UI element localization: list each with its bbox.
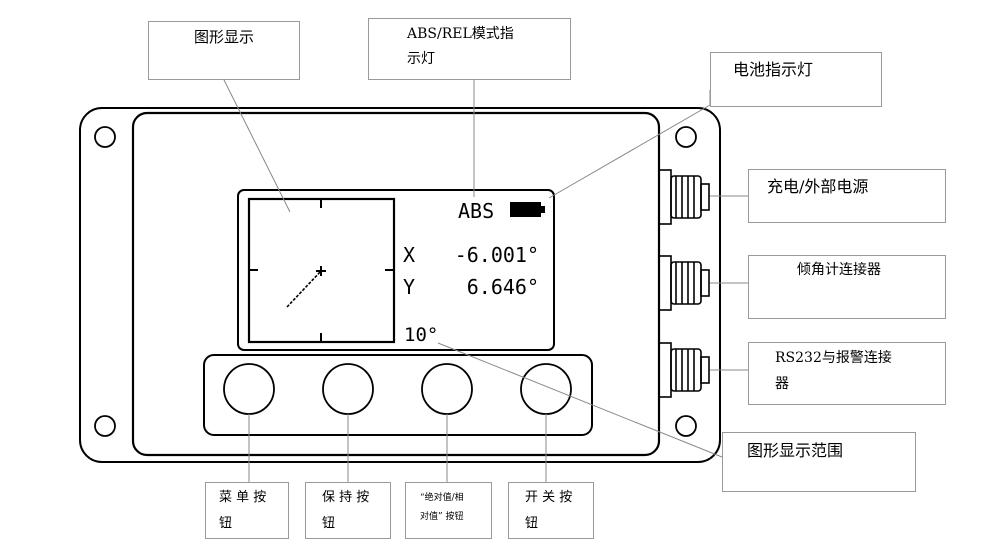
graphic-display-label: 图形显示 [193, 28, 254, 46]
range-reading: 10° [404, 324, 438, 346]
inclinometer-connector [658, 255, 710, 311]
device-outer-frame [79, 107, 721, 463]
abs-rel-button-label-line1: “绝对值/相 [420, 493, 464, 503]
lcd-screen [237, 189, 555, 351]
charger-callout: 充电/外部电源 [748, 169, 946, 223]
x-reading: -6.001° [455, 243, 539, 267]
menu-button[interactable] [223, 363, 275, 415]
abs-rel-button[interactable] [421, 363, 473, 415]
mounting-hole-icon [675, 415, 697, 437]
button-bar [203, 354, 593, 436]
mounting-hole-icon [94, 126, 116, 148]
hold-button-label-line2: 钮 [322, 516, 336, 531]
rs232-label-line1: RS232与报警连接 [775, 350, 892, 366]
inclinometer-label: 倾角计连接器 [797, 262, 881, 278]
tilt-indicator [286, 266, 326, 308]
power-button-label-line2: 钮 [525, 516, 539, 531]
battery-icon [510, 202, 545, 217]
menu-button-label-line1: 菜 单 按 [219, 490, 267, 505]
hold-button-label-line1: 保 持 按 [322, 490, 370, 505]
power-button[interactable] [520, 363, 572, 415]
abs-rel-button-callout: “绝对值/相 对值” 按钮 [405, 482, 492, 539]
menu-button-label-line2: 钮 [219, 516, 233, 531]
charger-connector [658, 169, 710, 225]
abs-rel-button-label-line2: 对值” 按钮 [420, 512, 464, 522]
graphic-range-label: 图形显示范围 [747, 441, 844, 460]
mode-indicator: ABS [458, 199, 494, 223]
battery-indicator-label: 电池指示灯 [733, 60, 814, 79]
menu-button-callout: 菜 单 按 钮 [205, 482, 289, 539]
inclinometer-callout: 倾角计连接器 [748, 255, 946, 319]
abs-rel-indicator-label-line2: 示灯 [407, 51, 435, 67]
power-button-label-line1: 开 关 按 [525, 490, 573, 505]
battery-indicator-callout: 电池指示灯 [710, 52, 882, 107]
y-axis-label: Y [403, 275, 415, 299]
graphic-range-callout: 图形显示范围 [722, 432, 916, 492]
rs232-connector [658, 342, 710, 398]
rs232-callout: RS232与报警连接 器 [748, 342, 946, 405]
power-button-callout: 开 关 按 钮 [508, 482, 594, 539]
y-reading: 6.646° [467, 275, 539, 299]
abs-rel-indicator-callout: ABS/REL模式指 示灯 [368, 18, 571, 80]
mounting-hole-icon [94, 415, 116, 437]
graphic-tick-marks [249, 199, 394, 342]
mounting-hole-icon [675, 126, 697, 148]
hold-button-callout: 保 持 按 钮 [305, 482, 391, 539]
graphic-display-callout: 图形显示 [148, 21, 300, 80]
rs232-label-line2: 器 [775, 376, 789, 392]
hold-button[interactable] [322, 363, 374, 415]
x-axis-label: X [403, 243, 415, 267]
abs-rel-indicator-label-line1: ABS/REL模式指 [407, 26, 514, 42]
charger-label: 充电/外部电源 [767, 177, 869, 196]
